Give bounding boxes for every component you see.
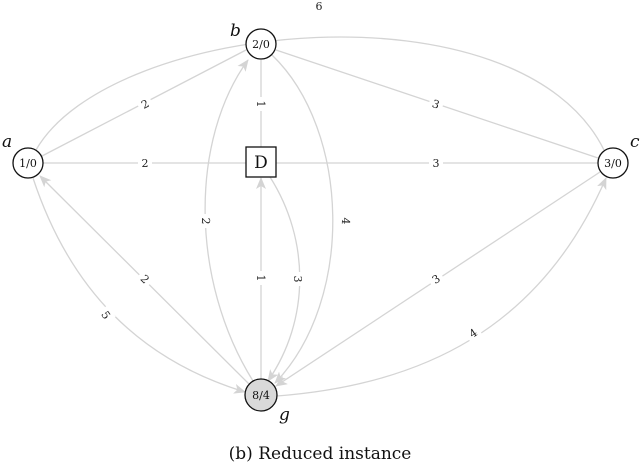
edge-label-a-c: 6 (312, 0, 326, 13)
edge-label-b-c: 3 (427, 95, 445, 113)
edge-label-b-g: 4 (338, 213, 354, 229)
svg-text:2: 2 (199, 217, 212, 224)
edge-label-g-d: 1 (254, 271, 268, 285)
edge-label-c-g: 3 (426, 269, 446, 289)
svg-text:3: 3 (431, 97, 442, 112)
edge-label-g-c: 4 (463, 323, 483, 343)
edge-label-d-c: 3 (429, 156, 443, 170)
node-g-name: g (279, 405, 290, 425)
edge-label-d-g: 3 (291, 272, 305, 286)
svg-text:2/0: 2/0 (252, 38, 270, 51)
edge-label-a-d: 2 (138, 156, 152, 170)
node-a-name: a (2, 132, 12, 152)
edge-label-g-b: 2 (198, 213, 214, 229)
edge-label-g-a: 2 (135, 269, 155, 289)
node-c-name: c (630, 132, 640, 152)
svg-text:D: D (254, 153, 268, 173)
edge-g-c (276, 177, 607, 397)
node-b-name: b (230, 21, 241, 41)
svg-text:3/0: 3/0 (604, 157, 622, 170)
edge-g-b (204, 59, 254, 382)
node-g: 8/4 (244, 378, 278, 412)
svg-text:6: 6 (316, 0, 323, 13)
svg-text:3: 3 (433, 157, 440, 170)
svg-text:8/4: 8/4 (252, 389, 270, 402)
edge-a-c (35, 36, 605, 151)
figure-caption: (b) Reduced instance (228, 444, 412, 464)
svg-text:4: 4 (339, 217, 352, 224)
svg-text:1: 1 (254, 101, 267, 108)
edge-label-a-g: 5 (96, 305, 116, 325)
node-b: 2/0 (245, 28, 277, 60)
svg-text:2: 2 (142, 157, 149, 170)
node-d: D (245, 146, 277, 178)
svg-text:1/0: 1/0 (19, 157, 37, 170)
edge-label-b-d: 1 (254, 97, 268, 111)
svg-text:3: 3 (291, 276, 304, 283)
svg-text:1: 1 (254, 275, 267, 282)
node-c: 3/0 (597, 147, 629, 179)
node-a: 1/0 (12, 147, 44, 179)
edge-b-g (271, 54, 334, 384)
edge-label-a-b: 2 (135, 94, 155, 114)
